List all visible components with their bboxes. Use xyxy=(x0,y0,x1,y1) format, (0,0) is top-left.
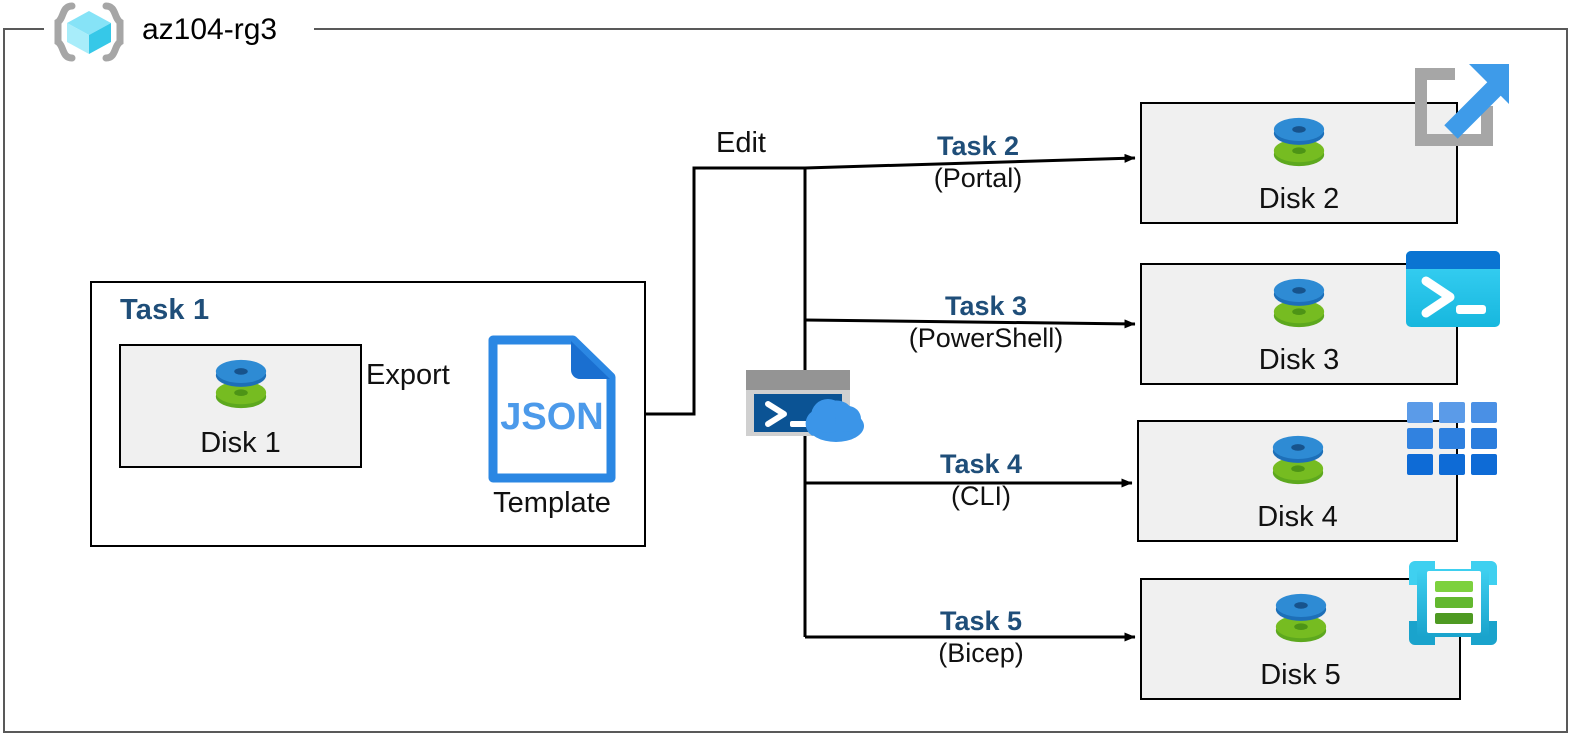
json-file-icon: JSON xyxy=(488,335,616,483)
export-label: Export xyxy=(366,359,450,391)
disk5-box[interactable]: Disk 5 xyxy=(1140,578,1461,700)
task2-edge-label: Task 2 (Portal) xyxy=(848,131,1108,195)
task3-edge-label: Task 3 (PowerShell) xyxy=(852,291,1120,355)
disk2-label: Disk 2 xyxy=(1258,183,1340,215)
task4-title: Task 4 xyxy=(939,449,1023,479)
cloud-shell-icon[interactable] xyxy=(744,366,866,442)
disk-icon xyxy=(212,354,270,414)
disk5-label: Disk 5 xyxy=(1260,659,1341,691)
task4-edge-label: Task 4 (CLI) xyxy=(852,449,1110,513)
json-template[interactable]: JSON Template xyxy=(487,334,617,530)
template-caption: Template xyxy=(493,487,611,519)
disk3-box[interactable]: Disk 3 xyxy=(1140,263,1458,385)
resource-group-icon xyxy=(50,2,128,62)
task4-method: (CLI) xyxy=(951,481,1011,511)
azure-cli-icon[interactable] xyxy=(1406,401,1498,476)
resource-group-frame xyxy=(3,28,1568,733)
svg-text:JSON: JSON xyxy=(500,396,603,438)
task2-method: (Portal) xyxy=(933,163,1023,193)
disk3-label: Disk 3 xyxy=(1258,344,1340,376)
disk4-label: Disk 4 xyxy=(1257,501,1338,533)
task5-method: (Bicep) xyxy=(938,638,1024,668)
disk-icon xyxy=(1272,588,1330,648)
disk2-box[interactable]: Disk 2 xyxy=(1140,102,1458,224)
resource-group-name: az104-rg3 xyxy=(142,13,278,46)
bicep-icon[interactable] xyxy=(1405,557,1501,649)
edit-label: Edit xyxy=(716,127,766,159)
task3-method: (PowerShell) xyxy=(908,323,1064,353)
task2-title: Task 2 xyxy=(936,131,1020,161)
powershell-icon[interactable] xyxy=(1404,249,1502,329)
task5-title: Task 5 xyxy=(939,606,1023,636)
disk-icon xyxy=(1270,112,1328,172)
azure-portal-icon[interactable] xyxy=(1409,62,1511,159)
task1-label: Task 1 xyxy=(120,294,210,326)
task5-edge-label: Task 5 (Bicep) xyxy=(852,606,1110,670)
disk4-box[interactable]: Disk 4 xyxy=(1137,420,1458,542)
task3-title: Task 3 xyxy=(944,291,1028,321)
disk-icon xyxy=(1269,430,1327,490)
disk-icon xyxy=(1270,273,1328,333)
disk1-label: Disk 1 xyxy=(200,427,281,459)
disk1-box[interactable]: Disk 1 xyxy=(119,344,362,468)
